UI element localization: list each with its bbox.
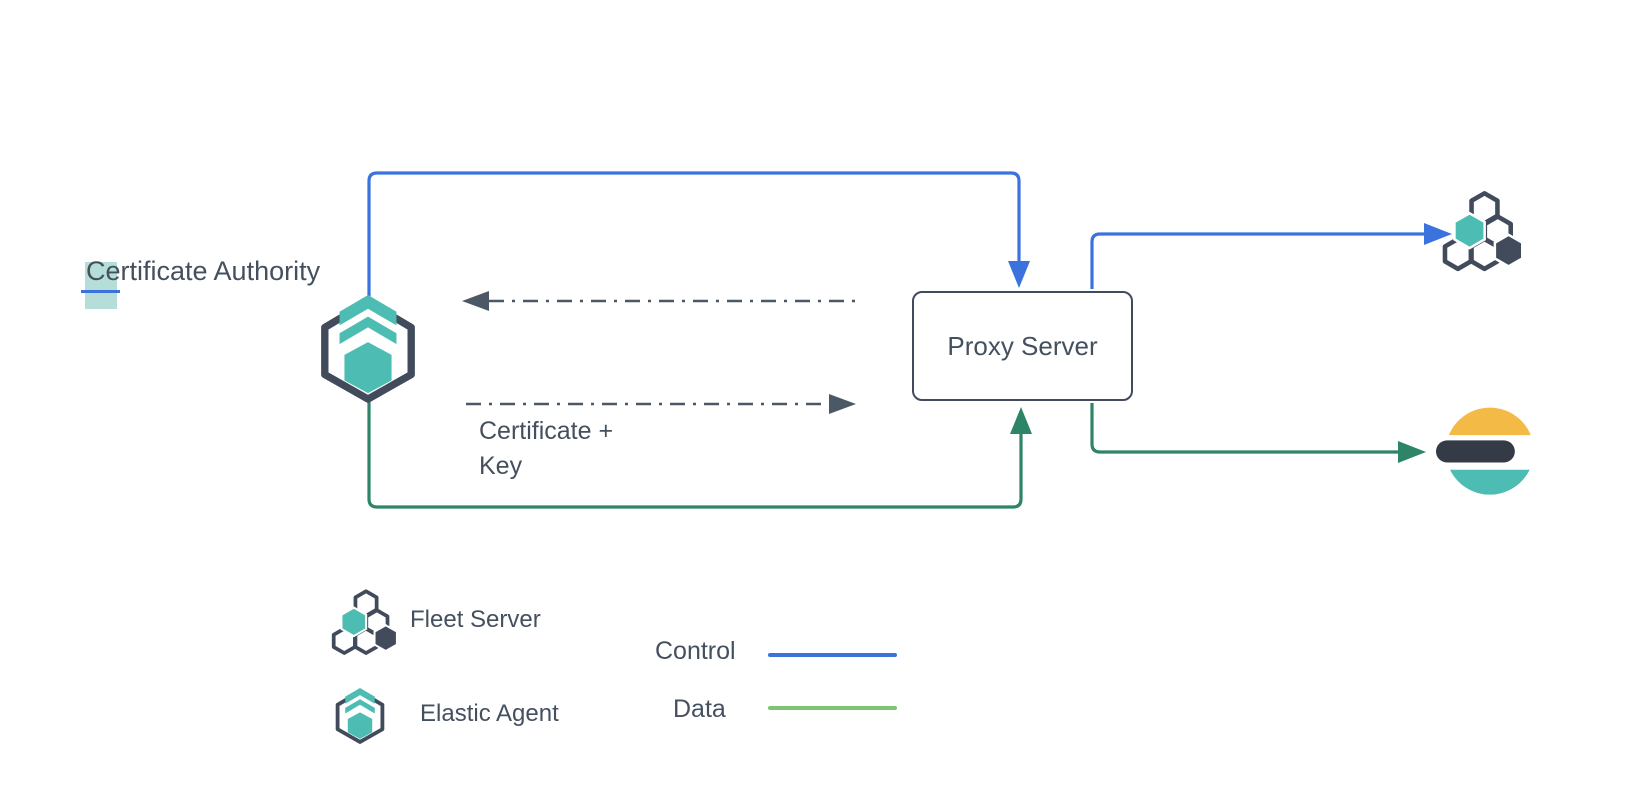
data-connector-proxy-to-elasticsearch bbox=[1090, 403, 1426, 463]
dashed-arrow-left bbox=[462, 291, 863, 311]
arrowhead-left-dash bbox=[462, 291, 489, 311]
certificate-authority-label[interactable]: Certificate Authority bbox=[86, 256, 321, 286]
control-connector-agent-to-proxy bbox=[367, 171, 1030, 300]
text-cursor-underline bbox=[81, 290, 120, 293]
legend-fleet-server-label: Fleet Server bbox=[410, 606, 541, 633]
legend-control-label: Control bbox=[655, 637, 736, 665]
legend-elastic-agent-label: Elastic Agent bbox=[420, 700, 559, 727]
arrowhead-down-blue bbox=[1008, 261, 1030, 288]
legend-data-line bbox=[768, 706, 897, 710]
text-selection-highlight bbox=[85, 262, 117, 309]
legend-fleet-server-icon bbox=[328, 588, 400, 657]
arrowhead-right-green bbox=[1398, 441, 1426, 463]
elastic-agent-icon[interactable] bbox=[318, 295, 418, 403]
fleet-server-icon[interactable] bbox=[1438, 189, 1526, 274]
legend-data-label: Data bbox=[673, 695, 726, 723]
arrowhead-right-dash bbox=[829, 394, 856, 414]
arrowhead-up-green bbox=[1010, 407, 1032, 434]
certificate-key-label[interactable]: Certificate + Key bbox=[479, 417, 614, 480]
dashed-arrow-right bbox=[466, 394, 856, 414]
control-connector-proxy-to-fleet bbox=[1090, 223, 1452, 289]
data-connector-agent-to-proxy bbox=[367, 402, 1032, 509]
proxy-server-label: Proxy Server bbox=[947, 330, 1098, 361]
proxy-server-node[interactable]: Proxy Server bbox=[912, 291, 1133, 401]
legend-elastic-agent-icon bbox=[334, 688, 386, 744]
legend-control-line bbox=[768, 653, 897, 657]
elasticsearch-icon[interactable] bbox=[1436, 402, 1536, 499]
